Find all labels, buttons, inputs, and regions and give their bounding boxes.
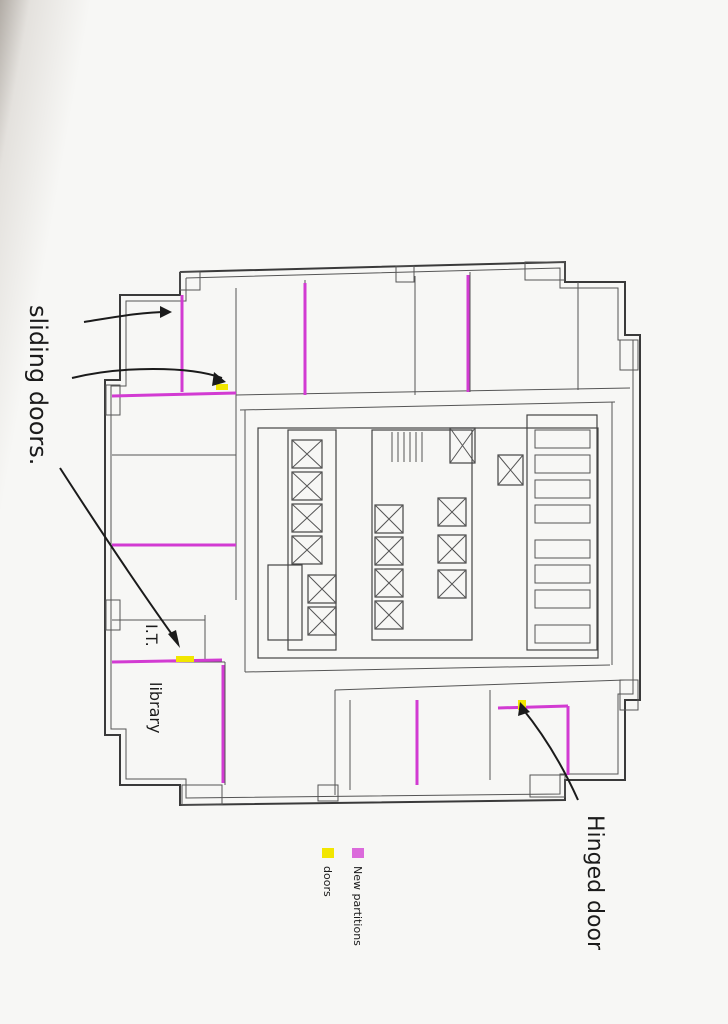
- door-markers: [176, 384, 526, 710]
- door-marker: [176, 656, 194, 662]
- legend-swatch-doors: [322, 848, 334, 858]
- hinged-door-label: Hinged door: [582, 815, 607, 951]
- legend: New partitions doors: [321, 848, 364, 946]
- legend-label-partitions: New partitions: [351, 866, 364, 946]
- library-label: library: [146, 682, 165, 733]
- door-marker: [216, 384, 228, 390]
- corridor: [239, 401, 616, 673]
- legend-swatch-partitions: [352, 848, 364, 858]
- structural-columns: [105, 261, 639, 806]
- legend-label-doors: doors: [321, 866, 334, 897]
- building-outline: [104, 260, 641, 807]
- sliding-doors-label: sliding doors.: [24, 305, 52, 465]
- building-core: [257, 414, 599, 659]
- new-partitions: [111, 275, 570, 785]
- stair: [391, 432, 423, 462]
- interior-walls: [112, 272, 631, 795]
- annotation-arrows: [59, 306, 579, 801]
- it-room-label: I.T.: [142, 624, 161, 647]
